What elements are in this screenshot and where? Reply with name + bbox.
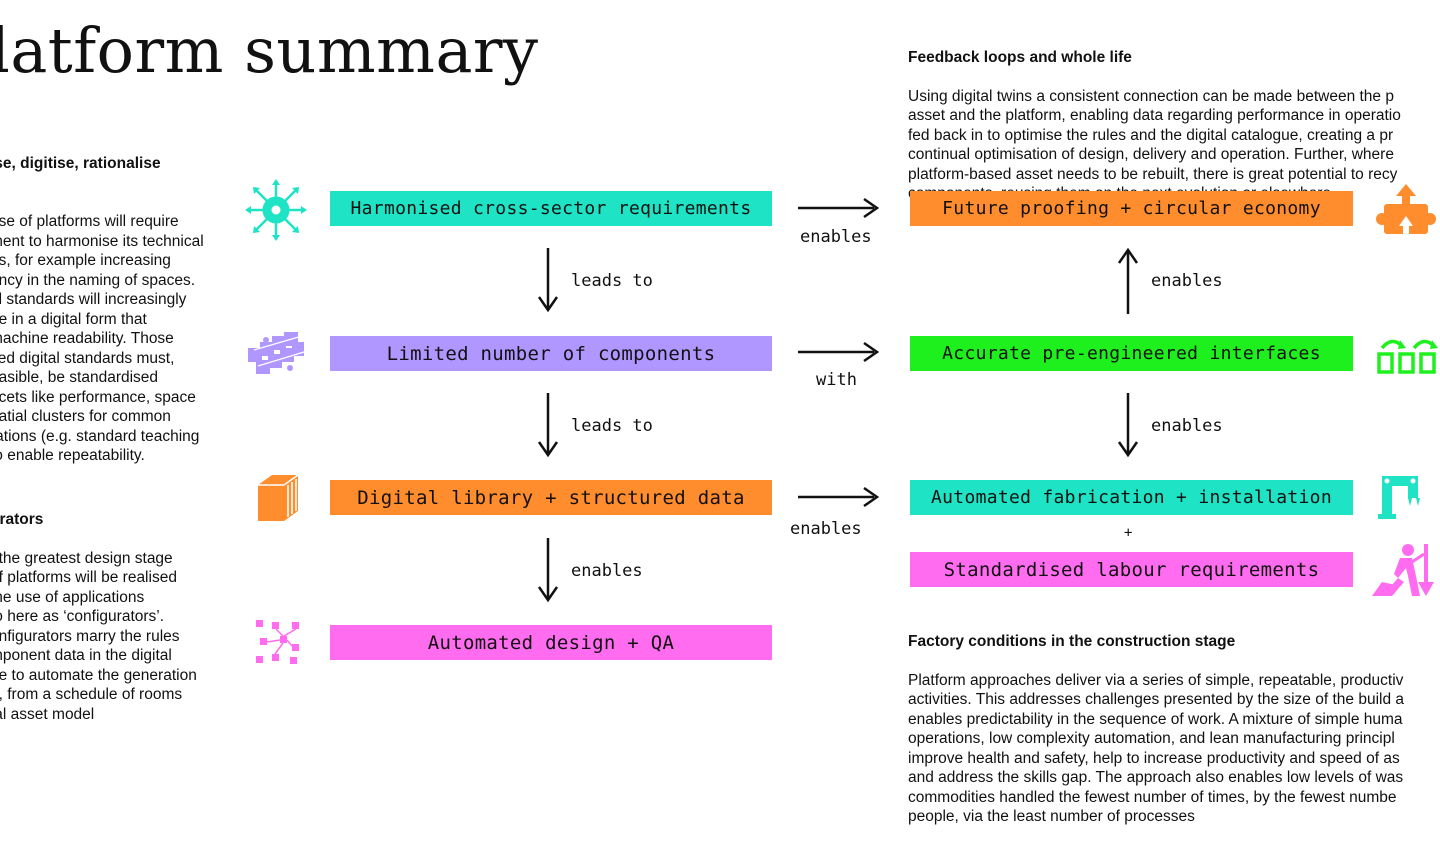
linked-boxes-icon: [1376, 334, 1440, 381]
arrow-down-2-head: [537, 441, 559, 458]
label-plus: +: [1124, 525, 1133, 541]
box-digital-library: Digital library + structured data: [330, 480, 772, 515]
right-section-factory: Factory conditions in the construction s…: [908, 612, 1440, 846]
label-enables-h3: enables: [790, 519, 862, 539]
right-section-feedback-heading: Feedback loops and whole life: [908, 48, 1132, 66]
label-leads-to-1: leads to: [571, 271, 653, 291]
puzzle-up-arrow-icon: [1376, 184, 1436, 243]
box-limited: Limited number of components: [330, 336, 772, 371]
left-section-harmonise-heading: ise, digitise, rationalise d: [0, 154, 161, 172]
arrow-down-4-head: [1117, 441, 1139, 458]
arrow-up-1-head: [1117, 247, 1139, 264]
box-automated-design: Automated design + QA: [330, 625, 772, 660]
box-accurate: Accurate pre-engineered interfaces: [910, 336, 1353, 371]
box-standardised: Standardised labour requirements: [910, 552, 1353, 587]
right-section-factory-body: Platform approaches deliver via a series…: [908, 671, 1404, 826]
puzzle-pieces-icon: [246, 330, 308, 383]
label-enables-h1: enables: [800, 227, 872, 247]
arrow-right-3-head: [863, 486, 880, 508]
cube-library-icon: [254, 473, 302, 528]
robot-arm-icon: [1378, 474, 1424, 525]
right-section-factory-heading: Factory conditions in the construction s…: [908, 632, 1236, 650]
arrow-down-3-head: [537, 586, 559, 603]
box-automated-fab: Automated fabrication + installation: [910, 480, 1353, 515]
label-enables-up: enables: [1151, 271, 1223, 291]
left-section-harmonise: ise, digitise, rationalise d use of plat…: [0, 134, 230, 485]
label-enables-down: enables: [1151, 416, 1223, 436]
label-leads-to-2: leads to: [571, 416, 653, 436]
page-title: latform summary: [0, 14, 539, 87]
arrow-right-2-head: [863, 341, 880, 363]
arrow-right-1-head: [863, 197, 880, 219]
connector-arrows: [537, 197, 1139, 603]
network-nodes-icon: [254, 618, 302, 671]
label-with: with: [816, 370, 857, 390]
left-section-configurators: urators f the greatest design stage of p…: [0, 490, 230, 744]
left-section-harmonise-body: use of platforms will require ment to ha…: [0, 213, 204, 464]
label-enables-left: enables: [571, 561, 643, 581]
left-section-configurators-body: f the greatest design stage of platforms…: [0, 549, 197, 723]
worker-digging-icon: [1372, 542, 1438, 603]
left-section-configurators-heading: urators: [0, 510, 44, 528]
hub-arrows-icon: [244, 178, 308, 247]
arrow-down-1-head: [537, 296, 559, 313]
box-future-proofing: Future proofing + circular economy: [910, 191, 1353, 226]
box-harmonised: Harmonised cross-sector requirements: [330, 191, 772, 226]
